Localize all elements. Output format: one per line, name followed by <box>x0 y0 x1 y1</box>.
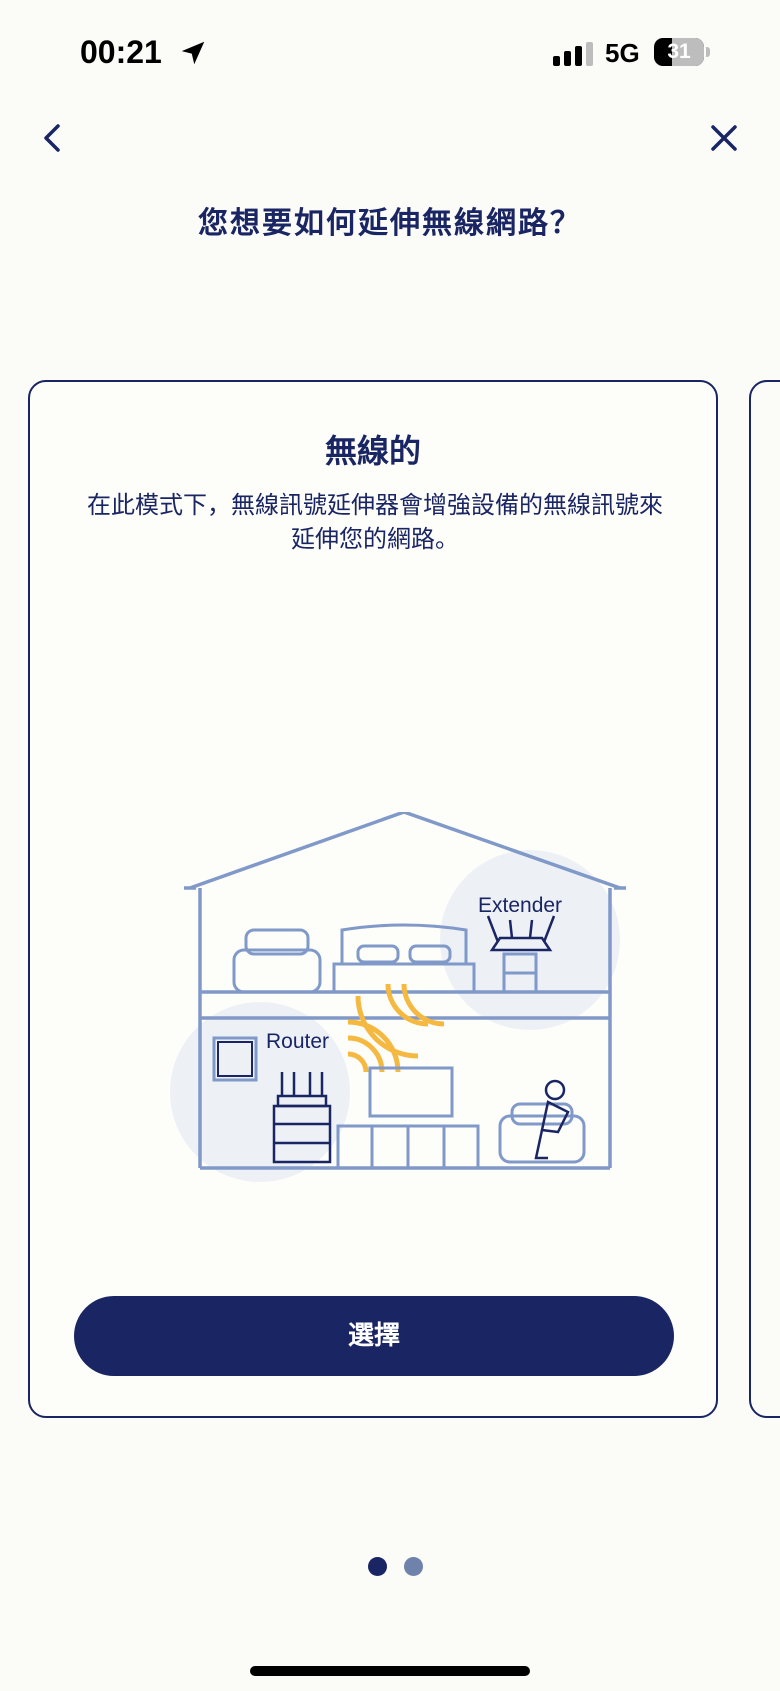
network-type: 5G <box>605 38 640 68</box>
page-dot-1[interactable] <box>368 1557 387 1576</box>
battery-icon: 31 <box>654 38 710 66</box>
chevron-left-icon[interactable] <box>36 118 72 158</box>
battery-level: 31 <box>667 40 691 63</box>
location-arrow-icon <box>181 41 205 65</box>
card-description: 在此模式下，無線訊號延伸器會增強設備的無線訊號來延伸您的網路。 <box>87 491 663 553</box>
cellular-signal-icon <box>553 42 593 66</box>
extender-label: Extender <box>478 894 562 917</box>
router-label: Router <box>266 1030 329 1053</box>
mode-card-wireless: 無線的 在此模式下，無線訊號延伸器會增強設備的無線訊號來延伸您的網路。 Exte… <box>28 380 718 1418</box>
page-dot-2[interactable] <box>404 1557 423 1576</box>
close-icon[interactable] <box>704 118 744 158</box>
page-title: 您想要如何延伸無線網路？ <box>198 206 582 241</box>
status-time: 00:21 <box>80 34 162 70</box>
card-title: 無線的 <box>324 432 421 470</box>
page-indicator <box>368 1557 428 1579</box>
house-network-illustration: Extender Router <box>170 812 626 1182</box>
home-indicator <box>250 1666 530 1676</box>
select-button[interactable]: 選擇 <box>74 1296 674 1376</box>
next-card-peek[interactable] <box>749 380 780 1418</box>
status-bar: 00:21 5G 31 <box>0 0 780 110</box>
